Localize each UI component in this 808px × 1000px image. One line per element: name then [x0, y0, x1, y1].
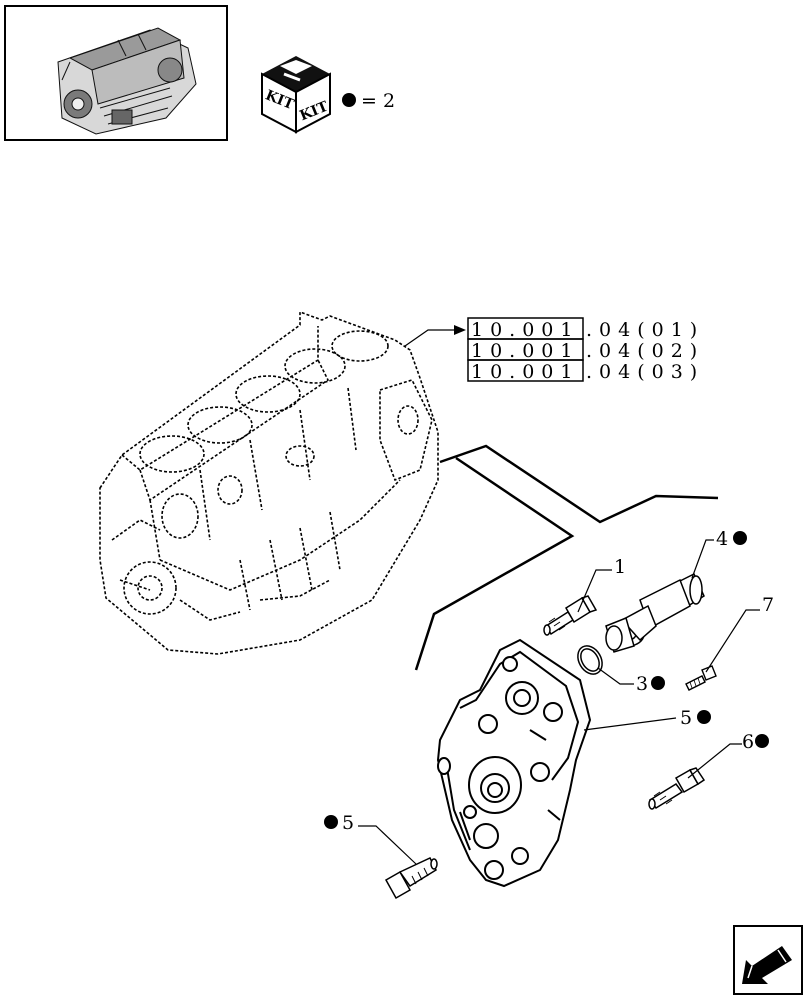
- engine-block-drawing: [99, 310, 439, 655]
- callout-6: 6: [742, 731, 754, 753]
- part-1-bolt[interactable]: [543, 595, 598, 636]
- part-4-thermostat[interactable]: [605, 572, 705, 653]
- bullet-dot-icon: [324, 815, 338, 829]
- reference-arrow: [404, 329, 460, 347]
- reference-code-suffix: .04(03): [586, 361, 704, 383]
- bullet-dot-icon: [697, 710, 711, 724]
- engine-thumbnail[interactable]: [4, 5, 228, 141]
- detail-guide-lines: [414, 444, 719, 671]
- callout-3: 3: [636, 673, 648, 695]
- part-7-screw[interactable]: [685, 665, 717, 691]
- callout-5-bolt: 5: [342, 812, 354, 834]
- reference-code-boxed: 10.001: [471, 319, 579, 341]
- kit-quantity-text: = 2: [361, 90, 395, 112]
- callout-7: 7: [762, 594, 774, 616]
- part-3-o-ring[interactable]: [573, 642, 607, 679]
- reference-code-suffix: .04(01): [586, 319, 704, 341]
- reference-arrowhead: [454, 325, 466, 335]
- callout-5-housing: 5: [680, 707, 692, 729]
- reference-row[interactable]: 10.001 .04(01): [467, 317, 704, 341]
- reference-code-suffix: .04(02): [586, 340, 704, 362]
- bullet-dot-icon: [651, 676, 665, 690]
- leader-lines: [358, 539, 760, 865]
- bullet-dot-icon: [342, 93, 356, 107]
- reference-list: 10.001 .04(01) 10.001 .04(02) 10.001 .04…: [467, 317, 704, 383]
- callout-4: 4: [716, 528, 728, 550]
- part-5-housing[interactable]: [436, 638, 592, 888]
- part-6-bolt[interactable]: [648, 767, 706, 810]
- reference-code-boxed: 10.001: [471, 361, 579, 383]
- reference-row[interactable]: 10.001 .04(03): [467, 359, 704, 383]
- next-page-arrow-icon[interactable]: [733, 925, 803, 995]
- kit-box-icon: KIT KIT: [261, 56, 331, 134]
- bullet-dot-icon: [733, 531, 747, 545]
- reference-code-boxed: 10.001: [471, 340, 579, 362]
- callout-1: 1: [614, 556, 626, 578]
- reference-row[interactable]: 10.001 .04(02): [467, 338, 704, 362]
- callouts: 1 4 7 3 5 6 5: [324, 528, 774, 834]
- part-5-bolt-left[interactable]: [384, 857, 438, 900]
- bullet-dot-icon: [755, 734, 769, 748]
